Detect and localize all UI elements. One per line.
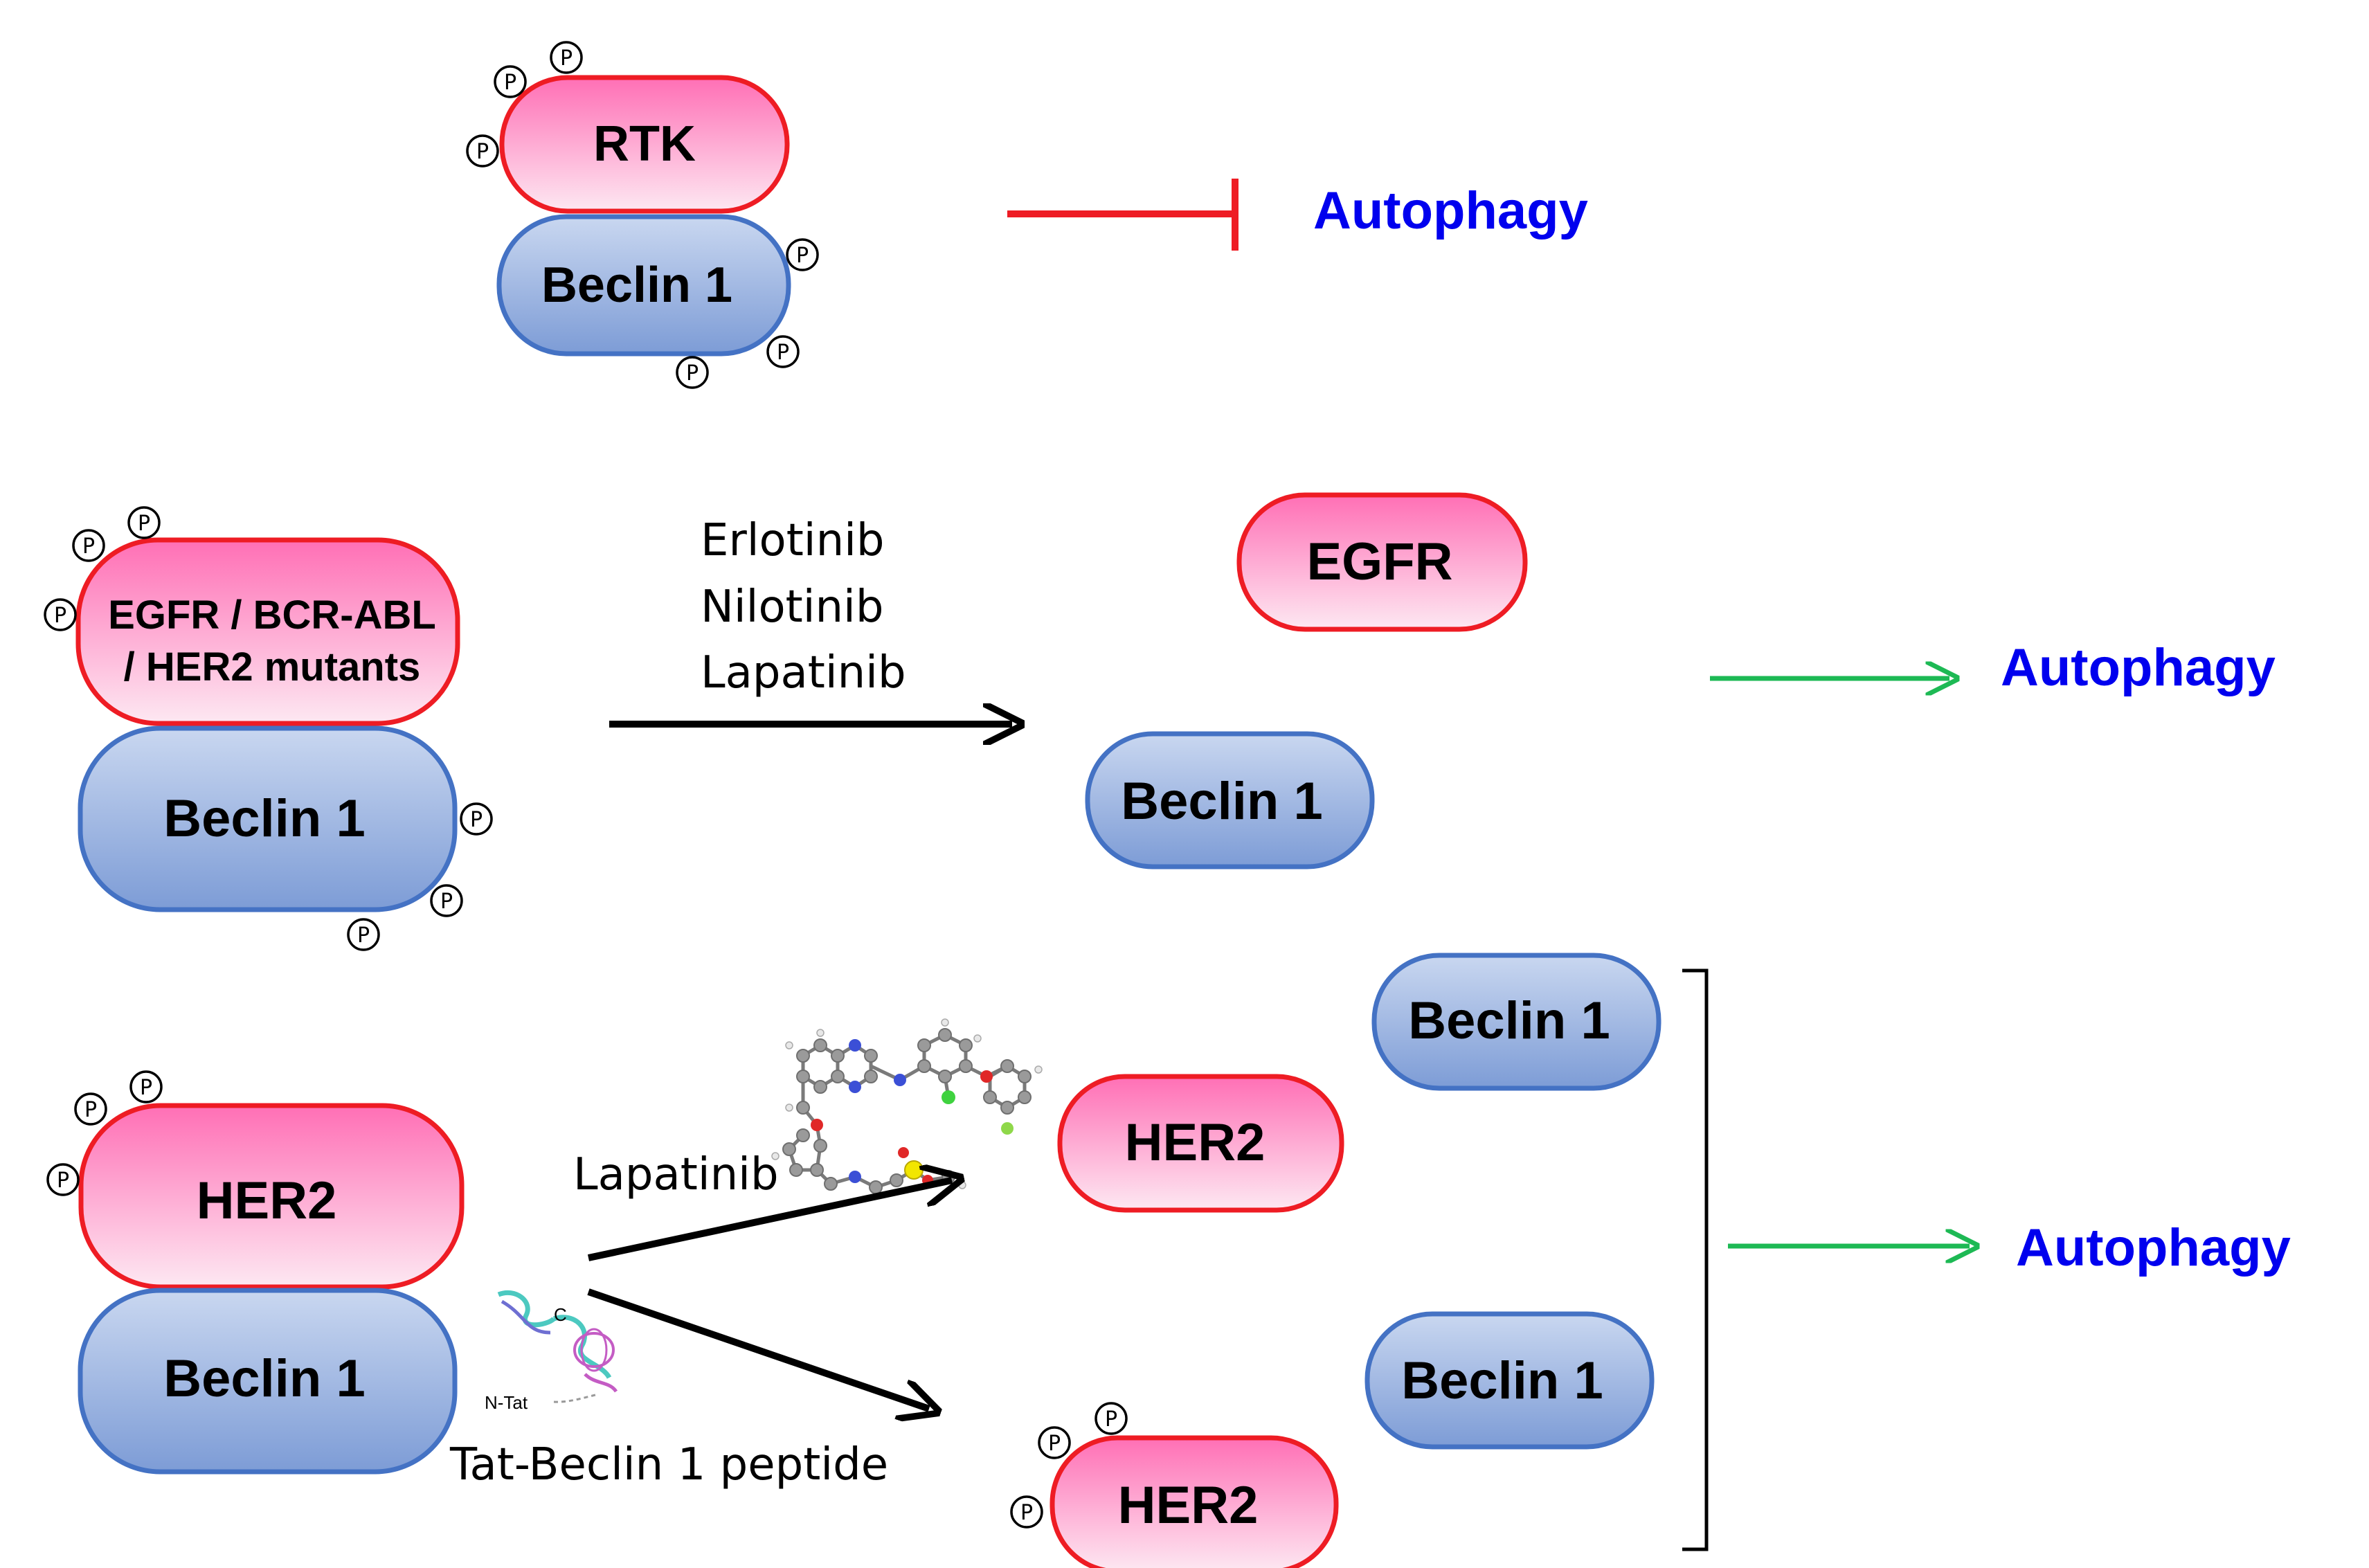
phospho-marker: P — [786, 238, 819, 271]
svg-text:P: P — [57, 1169, 69, 1193]
beclin-box: Beclin 1 — [78, 726, 458, 912]
beclin-label: Beclin 1 — [163, 789, 365, 848]
result-beclin-bottom-box: Beclin 1 — [1364, 1311, 1655, 1450]
phospho-markers: P P P P P P — [466, 41, 819, 389]
egfr-label: EGFR — [1306, 532, 1452, 591]
phospho-marker: P — [430, 884, 463, 917]
phospho-marker: P — [550, 41, 583, 74]
svg-text:P: P — [357, 923, 370, 948]
phospho-marker: P — [72, 529, 105, 562]
phospho-marker: P — [129, 1070, 163, 1103]
beclin-label: Beclin 1 — [1121, 772, 1322, 831]
svg-text:P: P — [440, 890, 453, 914]
phospho-marker: P — [676, 356, 709, 389]
phospho-marker: P — [44, 598, 77, 631]
released-beclin-box: Beclin 1 — [1085, 731, 1375, 869]
result-beclin-top-box: Beclin 1 — [1371, 953, 1661, 1091]
complex-label-line1: EGFR / BCR-ABL — [108, 593, 436, 638]
svg-text:P: P — [476, 140, 489, 164]
phospho-marker: P — [347, 918, 380, 951]
svg-text:P: P — [82, 534, 95, 559]
svg-text:P: P — [777, 341, 789, 365]
phospho-marker: P — [466, 134, 499, 168]
svg-text:P: P — [54, 604, 66, 628]
drug-label: Nilotinib — [701, 582, 883, 633]
peptide-arrow — [587, 1288, 929, 1409]
phospho-marker: P — [460, 802, 493, 836]
peptide-label: Tat-Beclin 1 peptide — [449, 1439, 888, 1490]
phospho-marker: P — [494, 65, 527, 98]
beclin-label: Beclin 1 — [541, 258, 732, 313]
beclin-box: Beclin 1 — [496, 214, 791, 357]
her2-label: HER2 — [197, 1171, 337, 1230]
peptide-c-label: C — [554, 1304, 567, 1325]
her2-label: HER2 — [1125, 1113, 1265, 1172]
phospho-marker: P — [766, 335, 800, 368]
phospho-markers: P P P — [1010, 1402, 1128, 1529]
released-egfr-box: EGFR — [1236, 492, 1528, 632]
svg-text:P: P — [686, 361, 699, 386]
rtk-mutant-box: EGFR / BCR-ABL / HER2 mutants — [75, 537, 460, 726]
svg-text:P: P — [504, 71, 516, 95]
lapatinib-label: Lapatinib — [573, 1149, 779, 1200]
drug-label: Erlotinib — [701, 515, 885, 566]
svg-text:P: P — [560, 46, 573, 71]
phospho-marker: P — [46, 1163, 80, 1196]
beclin-label: Beclin 1 — [1408, 991, 1610, 1050]
phospho-markers: P P P — [46, 1070, 163, 1196]
result-her2-box: HER2 — [1057, 1074, 1344, 1213]
grouping-bracket — [1682, 968, 1709, 1551]
svg-text:P: P — [796, 244, 809, 268]
result-her2-phospho-box: HER2 — [1050, 1435, 1339, 1568]
phospho-marker: P — [127, 506, 161, 539]
lapatinib-arrow — [587, 1180, 952, 1261]
rtk-box: RTK — [499, 75, 790, 214]
autophagy-label-1: Autophagy — [1313, 181, 1588, 240]
svg-text:P: P — [470, 808, 483, 832]
inhibition-arrow — [1007, 179, 1238, 251]
drug-label: Lapatinib — [701, 647, 906, 699]
svg-text:P: P — [140, 1076, 152, 1100]
panel-3: HER2 Beclin 1 P P P — [46, 953, 2291, 1568]
rtk-label: RTK — [593, 116, 696, 172]
molecule-atoms — [771, 1018, 1043, 1194]
svg-text:P: P — [1020, 1501, 1033, 1525]
autophagy-label-2: Autophagy — [2001, 638, 2276, 697]
beclin-box: Beclin 1 — [78, 1288, 458, 1475]
phospho-marker: P — [1038, 1426, 1071, 1459]
autophagy-label-3: Autophagy — [2016, 1218, 2291, 1277]
panel-2: EGFR / BCR-ABL / HER2 mutants Beclin 1 P… — [44, 492, 2276, 951]
phospho-marker: P — [74, 1092, 107, 1126]
phospho-marker: P — [1095, 1402, 1128, 1435]
her2-box: HER2 — [78, 1103, 465, 1290]
beclin-label: Beclin 1 — [163, 1349, 365, 1408]
tat-beclin-peptide-image: C N-Tat — [485, 1290, 618, 1413]
phospho-markers: P P P P P P — [44, 506, 493, 951]
peptide-n-label: N-Tat — [485, 1392, 528, 1413]
complex-label-line2: / HER2 mutants — [124, 645, 421, 690]
svg-text:P: P — [138, 512, 150, 536]
her2-label: HER2 — [1118, 1476, 1259, 1535]
beclin-label: Beclin 1 — [1401, 1351, 1603, 1410]
svg-text:P: P — [1105, 1407, 1117, 1432]
svg-text:P: P — [84, 1098, 97, 1122]
panel-1: RTK Beclin 1 P P P P P P Autophagy — [466, 41, 1588, 389]
phospho-marker: P — [1010, 1495, 1043, 1529]
svg-text:P: P — [1048, 1432, 1061, 1456]
drug-list: Erlotinib Nilotinib Lapatinib — [701, 515, 906, 699]
